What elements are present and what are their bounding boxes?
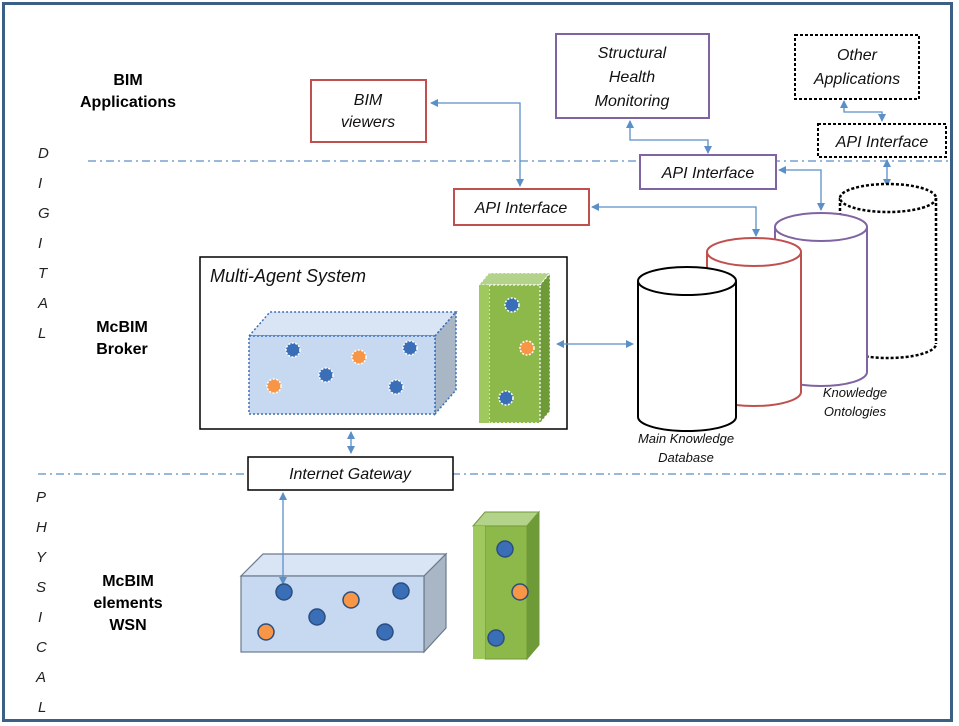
physical-letter: C — [36, 639, 47, 656]
blue-agent-dot — [275, 583, 293, 601]
svg-text:Internet Gateway: Internet Gateway — [289, 466, 412, 483]
mas-agent-dots — [266, 297, 535, 406]
digital-letter: I — [38, 235, 42, 252]
digital-letter: A — [37, 295, 48, 312]
arrow-other-to-api — [840, 100, 886, 122]
svg-text:McBIM: McBIM — [102, 573, 154, 590]
main-db-caption: Main Knowledge Database — [638, 431, 734, 465]
main-knowledge-database-cylinder — [637, 266, 737, 432]
svg-text:Applications: Applications — [813, 71, 900, 88]
svg-text:elements: elements — [93, 595, 162, 612]
digital-side-label: D I G I T A L — [37, 145, 50, 342]
structural-health-monitoring-box: Structural Health Monitoring — [555, 33, 710, 119]
svg-text:Structural: Structural — [598, 45, 667, 62]
svg-text:API Interface: API Interface — [661, 165, 755, 182]
blue-agent-dot — [308, 608, 326, 626]
blue-agent-dot — [504, 297, 520, 313]
other-applications-box: Other Applications — [794, 34, 920, 100]
svg-text:Knowledge: Knowledge — [823, 385, 887, 400]
blue-agent-dot — [285, 342, 301, 358]
api-interface-shm: API Interface — [639, 154, 777, 190]
svg-text:Ontologies: Ontologies — [824, 404, 887, 419]
blue-agent-dot — [392, 582, 410, 600]
orange-agent-dot — [519, 340, 535, 356]
physical-letter: H — [36, 519, 47, 536]
arrow-bim-viewers-to-api — [430, 99, 524, 187]
physical-side-label: P H Y S I C A L — [35, 489, 47, 716]
svg-text:Health: Health — [609, 69, 655, 86]
ontologies-caption: Knowledge Ontologies — [823, 385, 887, 419]
svg-text:Monitoring: Monitoring — [595, 93, 670, 110]
svg-text:Main Knowledge: Main Knowledge — [638, 431, 734, 446]
physical-letter: A — [35, 669, 46, 686]
arrow-api-to-main-db — [591, 203, 760, 237]
blue-agent-dot — [498, 390, 514, 406]
physical-letter: Y — [36, 549, 47, 566]
svg-text:BIM: BIM — [113, 72, 142, 89]
blue-agent-dot — [388, 379, 404, 395]
svg-text:Applications: Applications — [80, 94, 176, 111]
api-interface-other: API Interface — [817, 123, 947, 158]
mas-title: Multi-Agent System — [210, 266, 366, 286]
tier-label-wsn: McBIM elements WSN — [93, 573, 162, 634]
svg-text:viewers: viewers — [341, 114, 395, 131]
digital-letter: G — [38, 205, 50, 222]
mas-green-agent-box — [477, 271, 552, 425]
orange-agent-dot — [511, 583, 529, 601]
digital-letter: D — [38, 145, 49, 162]
tier-label-broker: McBIM Broker — [96, 319, 148, 358]
svg-text:Broker: Broker — [96, 341, 148, 358]
blue-agent-dot — [376, 623, 394, 641]
physical-letter: S — [36, 579, 46, 596]
physical-letter: L — [38, 699, 46, 716]
svg-text:API Interface: API Interface — [474, 200, 568, 217]
arrow-api-shm-to-ontology — [778, 166, 825, 211]
wsn-green-sensor-box — [471, 510, 541, 661]
svg-text:API Interface: API Interface — [835, 134, 929, 151]
digital-letter: I — [38, 175, 42, 192]
orange-agent-dot — [342, 591, 360, 609]
svg-text:BIM: BIM — [354, 92, 383, 109]
svg-text:WSN: WSN — [109, 617, 146, 634]
svg-text:Other: Other — [837, 47, 878, 64]
blue-agent-dot — [487, 629, 505, 647]
digital-letter: T — [38, 265, 49, 282]
physical-letter: P — [36, 489, 46, 506]
svg-text:McBIM: McBIM — [96, 319, 148, 336]
wsn-sensor-dots — [257, 540, 529, 647]
bim-viewers-box: BIM viewers — [310, 79, 427, 143]
orange-agent-dot — [257, 623, 275, 641]
blue-agent-dot — [496, 540, 514, 558]
blue-agent-dot — [318, 367, 334, 383]
tier-label-bim-applications: BIM Applications — [80, 72, 176, 111]
blue-agent-dot — [402, 340, 418, 356]
svg-text:Database: Database — [658, 450, 714, 465]
api-interface-bim: API Interface — [453, 188, 590, 226]
arrow-shm-to-api — [626, 120, 712, 154]
mas-blue-agent-box — [247, 310, 458, 416]
orange-agent-dot — [351, 349, 367, 365]
physical-letter: I — [38, 609, 42, 626]
digital-letter: L — [38, 325, 46, 342]
orange-agent-dot — [266, 378, 282, 394]
internet-gateway-box: Internet Gateway — [247, 456, 454, 491]
